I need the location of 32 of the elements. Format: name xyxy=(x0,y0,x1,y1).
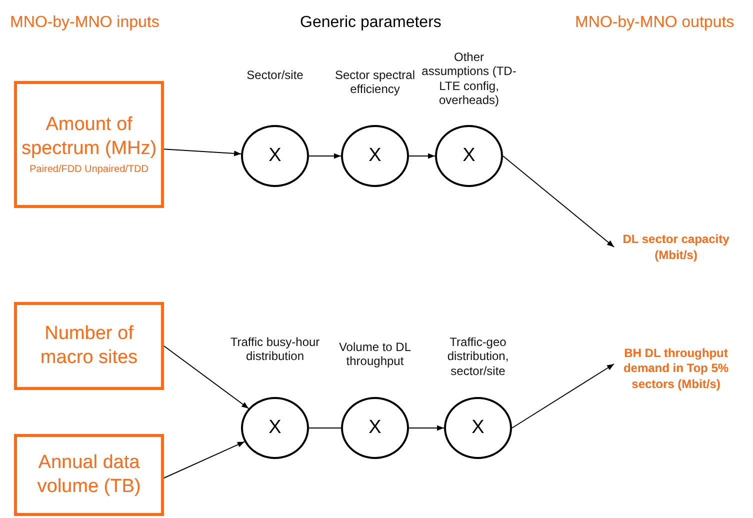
parameter-label: Sector/site xyxy=(246,68,304,82)
column-heading: Generic parameters xyxy=(300,14,442,32)
input-label: Annual data volume (TB) xyxy=(36,451,142,499)
input-label: Number of macro sites xyxy=(39,322,139,370)
arrow xyxy=(164,346,250,409)
multiply-circle: X xyxy=(444,397,512,459)
input-label: Amount of spectrum (MHz) xyxy=(20,113,158,161)
column-heading: MNO-by-MNO outputs xyxy=(575,14,734,32)
arrow xyxy=(512,364,614,428)
arrow xyxy=(164,148,242,156)
multiply-circle: X xyxy=(241,397,309,459)
multiply-circle: X xyxy=(341,125,409,187)
arrow xyxy=(408,153,436,159)
parameter-label: Other assumptions (TD-LTE config, overheads) xyxy=(420,50,518,108)
output-label: DL sector capacity (Mbit/s) xyxy=(622,222,730,274)
arrow xyxy=(164,441,246,478)
arrow xyxy=(502,156,614,248)
input-box xyxy=(14,81,164,208)
parameter-label: Traffic-geo distribution, sector/site xyxy=(446,335,510,378)
multiply-circle: X xyxy=(435,125,503,187)
input-box xyxy=(14,302,164,390)
parameter-label: Traffic busy-hour distribution xyxy=(229,335,321,364)
input-box xyxy=(14,434,164,516)
column-heading: MNO-by-MNO inputs xyxy=(10,14,160,32)
arrow xyxy=(408,425,444,431)
input-note: Paired/FDD Unpaired/TDD xyxy=(30,162,148,176)
output-label: BH DL throughput demand in Top 5% sectors (Mbit/s) xyxy=(608,330,744,408)
multiply-circle: X xyxy=(241,125,309,187)
parameter-label: Volume to DL throughput xyxy=(338,340,412,369)
parameter-label: Sector spectral efficiency xyxy=(334,68,416,97)
arrow xyxy=(308,153,342,159)
multiply-circle: X xyxy=(341,397,409,459)
